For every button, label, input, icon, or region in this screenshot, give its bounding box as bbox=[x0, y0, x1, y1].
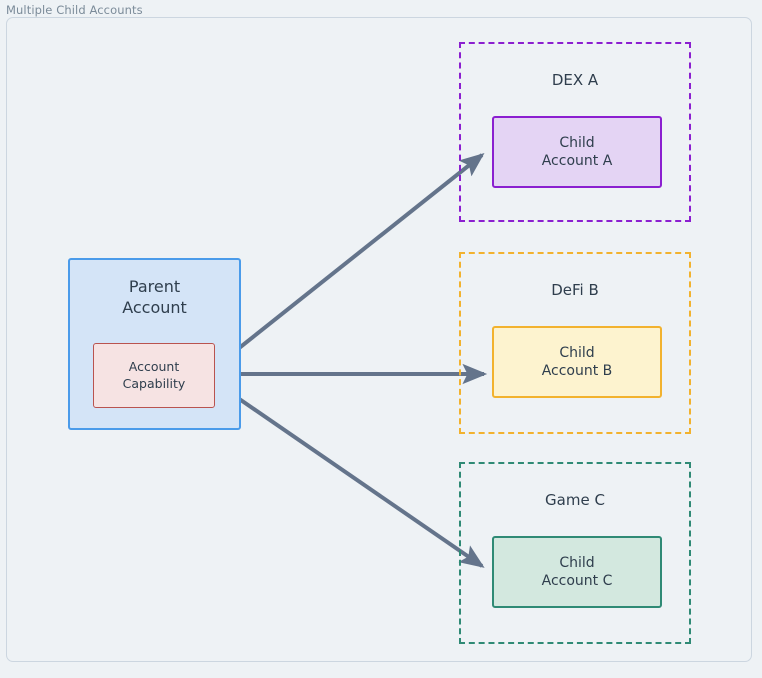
parent-account-label-line2: Account bbox=[122, 298, 187, 318]
frame-title: Multiple Child Accounts bbox=[6, 3, 143, 17]
child-account-c-label-line1: Child bbox=[559, 554, 595, 571]
group-defi-b-label: DeFi B bbox=[551, 281, 599, 299]
child-account-b-node[interactable]: Child Account B bbox=[492, 326, 662, 398]
parent-account-label-line1: Parent bbox=[128, 277, 181, 296]
group-dex-a: DEX A bbox=[459, 42, 691, 222]
account-capability-label-line1: Account bbox=[128, 359, 180, 374]
account-capability-label-line2: Capability bbox=[122, 375, 186, 391]
child-account-b-label-line1: Child bbox=[559, 344, 595, 361]
group-game-c-label: Game C bbox=[545, 491, 605, 509]
child-account-a-label-line1: Child bbox=[559, 134, 595, 151]
group-defi-b: DeFi B bbox=[459, 252, 691, 434]
child-account-a-node[interactable]: Child Account A bbox=[492, 116, 662, 188]
account-capability-node[interactable]: Account Capability bbox=[93, 343, 215, 408]
child-account-c-label-line2: Account C bbox=[541, 573, 613, 589]
group-dex-a-label: DEX A bbox=[551, 71, 599, 89]
group-game-c: Game C bbox=[459, 462, 691, 644]
child-account-a-label-line2: Account A bbox=[541, 153, 613, 169]
child-account-b-label-line2: Account B bbox=[541, 363, 613, 379]
child-account-c-node[interactable]: Child Account C bbox=[492, 536, 662, 608]
